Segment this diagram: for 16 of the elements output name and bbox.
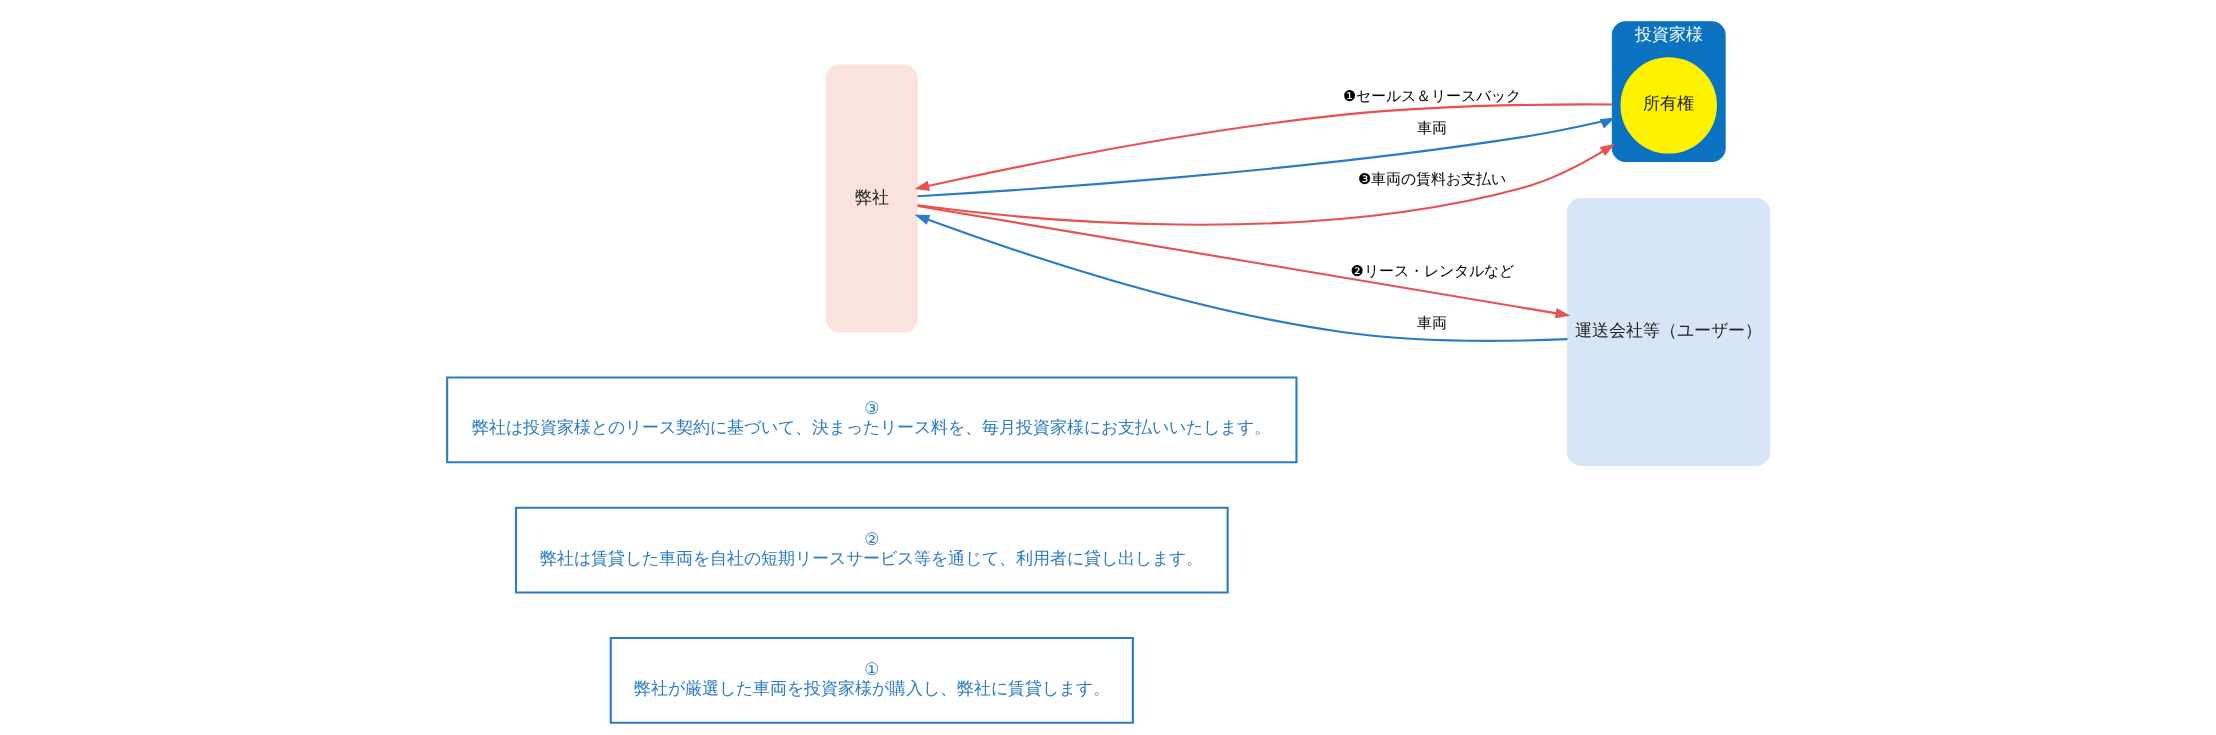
node-box: 弊社 (825, 64, 918, 332)
edge-label: 車両 (1416, 313, 1447, 331)
edge-label: ❶セールス＆リースバック (1342, 86, 1521, 104)
node-circle: 所有権 (1620, 56, 1717, 154)
edge-label: ❷リース・レンタルなど (1349, 261, 1514, 279)
node-box: 運送会社等（ユーザー） (1566, 197, 1770, 466)
arrow (917, 143, 1615, 226)
edge-label: 車両 (1416, 118, 1447, 136)
node-box: ③ 弊社は投資家様とのリース契約に基づいて、決まったリース料を、毎月投資家様にお支払いいたします。 (445, 375, 1298, 463)
edge-label: ❸車両の賃料お支払い (1357, 169, 1506, 187)
arrow (913, 102, 1612, 191)
arrow (916, 204, 1570, 318)
arrow (914, 214, 1567, 342)
arrow (917, 117, 1615, 197)
node-box: ② 弊社は賃貸した車両を自社の短期リースサービス等を通じて、利用者に貸し出します。 (514, 506, 1229, 594)
node-box: ① 弊社が厳選した車両を投資家様が購入し、弊社に賃貸します。 (609, 636, 1134, 724)
